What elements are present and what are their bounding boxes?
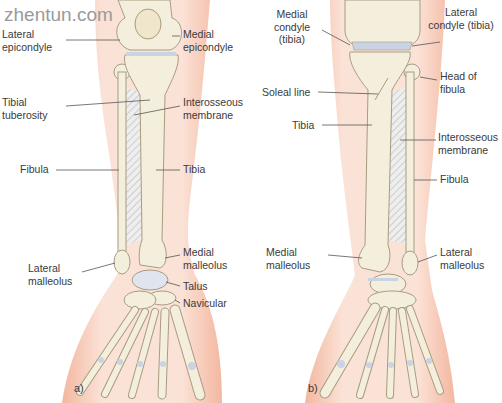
label-slot: Tibia bbox=[183, 163, 233, 176]
fibula-shaft bbox=[118, 72, 126, 257]
part-label: Tibial tuberosity bbox=[2, 96, 64, 121]
tibia bbox=[350, 52, 410, 272]
leg-skin bbox=[305, 0, 455, 403]
label-slot: Talus bbox=[183, 280, 233, 293]
cartilage bbox=[126, 52, 176, 56]
part-label: Medial epicondyle bbox=[183, 28, 253, 53]
membrane bbox=[126, 88, 142, 245]
part-label: Medial malleolus bbox=[183, 246, 253, 271]
label-slot: Lateral epicondyle bbox=[2, 28, 64, 53]
label-slot: Navicular bbox=[183, 297, 243, 310]
femur bbox=[345, 0, 420, 47]
fibula-malleolus bbox=[402, 251, 418, 275]
part-label: Tibia bbox=[292, 119, 322, 132]
talus bbox=[132, 270, 168, 290]
part-label: Tibia bbox=[183, 163, 233, 176]
label-slot: zhentun.com bbox=[4, 4, 144, 25]
femur bbox=[117, 0, 182, 50]
label-slot: Tibial tuberosity bbox=[2, 96, 64, 121]
meniscus bbox=[352, 42, 412, 50]
label-slot: Lateral malleolus bbox=[28, 262, 84, 287]
part-label: Lateral condyle (tibia) bbox=[428, 6, 494, 31]
part-label: Lateral epicondyle bbox=[2, 28, 64, 53]
part-label: Lateral malleolus bbox=[28, 262, 84, 287]
label-slot: Fibula bbox=[20, 163, 56, 176]
tarsals bbox=[124, 291, 156, 309]
joints bbox=[98, 357, 196, 370]
label-slot: Medial epicondyle bbox=[183, 28, 253, 53]
part-label: Fibula bbox=[20, 163, 56, 176]
part-label: Head of fibula bbox=[440, 70, 498, 95]
leg-skin bbox=[62, 0, 222, 403]
tibia bbox=[124, 55, 178, 268]
joints bbox=[337, 358, 432, 368]
leader-lines bbox=[56, 30, 440, 303]
part-label: Soleal line bbox=[262, 86, 318, 99]
part-label: Talus bbox=[183, 280, 233, 293]
part-label: Navicular bbox=[183, 297, 243, 310]
part-label: Interosseous membrane bbox=[183, 96, 255, 121]
fibula-shaft bbox=[406, 72, 414, 257]
label-slot: Head of fibula bbox=[440, 70, 498, 95]
label-slot: a) bbox=[74, 382, 104, 395]
label-slot: Fibula bbox=[440, 173, 490, 186]
label-slot: Lateral condyle (tibia) bbox=[428, 6, 494, 31]
label-slot: Medial malleolus bbox=[183, 246, 253, 271]
metatarsals-outline bbox=[80, 310, 200, 395]
part-label: Lateral malleolus bbox=[440, 246, 500, 271]
panel-letter: a) bbox=[74, 382, 104, 395]
part-label: Interosseous membrane bbox=[438, 131, 500, 156]
metatarsals bbox=[325, 308, 440, 395]
part-label: Medial malleolus bbox=[266, 246, 328, 271]
panel-letter: b) bbox=[308, 382, 338, 395]
label-slot: Tibia bbox=[292, 119, 322, 132]
metatarsals bbox=[80, 310, 200, 395]
soleal-line bbox=[375, 78, 388, 100]
label-slot: Interosseous membrane bbox=[438, 131, 500, 156]
metatarsals-outline bbox=[325, 308, 440, 395]
label-slot: Lateral malleolus bbox=[440, 246, 500, 271]
watermark: zhentun.com bbox=[4, 4, 144, 25]
part-label: Fibula bbox=[440, 173, 490, 186]
label-slot: Medial malleolus bbox=[266, 246, 328, 271]
label-slot: Soleal line bbox=[262, 86, 318, 99]
label-slot: Medial condyle (tibia) bbox=[262, 8, 322, 46]
label-slot: Interosseous membrane bbox=[183, 96, 255, 121]
fibula-malleolus bbox=[114, 250, 130, 274]
part-label: Medial condyle (tibia) bbox=[262, 8, 322, 46]
label-slot: b) bbox=[308, 382, 338, 395]
patella bbox=[135, 9, 161, 39]
cartilage bbox=[368, 278, 398, 281]
